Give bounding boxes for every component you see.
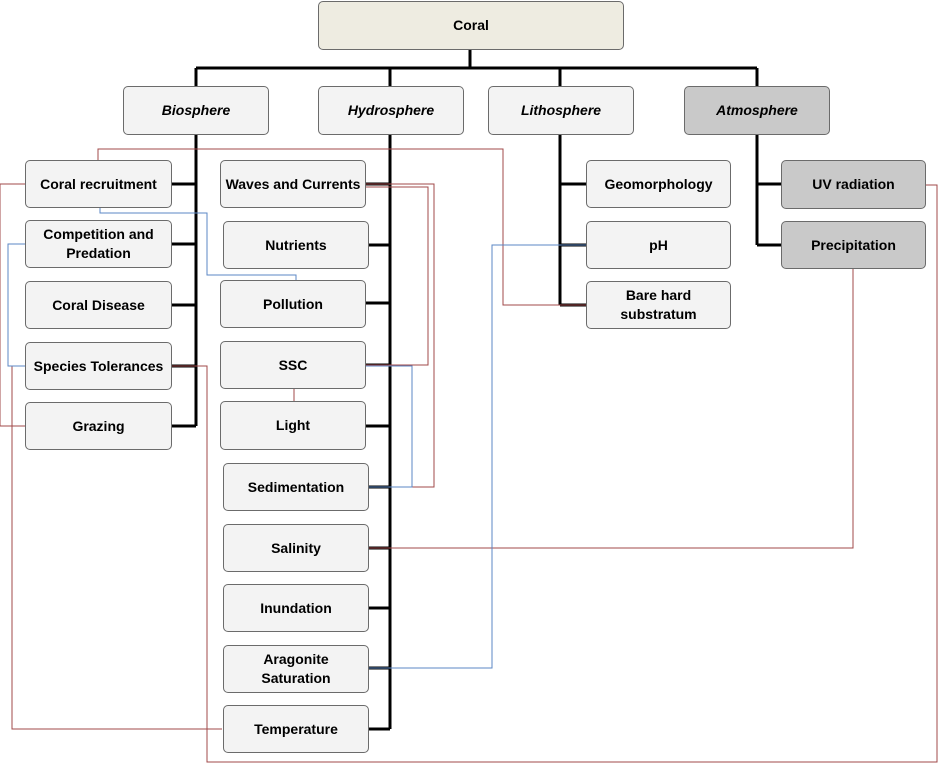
sphere-biosphere: Biosphere	[123, 86, 269, 135]
node-ssc: SSC	[220, 341, 366, 389]
link-precip-salinity	[369, 269, 854, 549]
node-uv-radiation: UV radiation	[781, 160, 926, 209]
node-pollution: Pollution	[220, 280, 366, 328]
link-waves-ssc	[366, 186, 429, 366]
link-competition-tolerances	[7, 243, 25, 367]
node-geomorphology: Geomorphology	[586, 160, 731, 208]
link-ph-aragonite	[369, 244, 586, 669]
root-node-coral: Coral	[318, 1, 624, 50]
sphere-hydrosphere: Hydrosphere	[318, 86, 464, 135]
node-precipitation: Precipitation	[781, 221, 926, 269]
link-recruitment-substratum	[97, 148, 586, 306]
node-sedimentation: Sedimentation	[223, 463, 369, 511]
node-competition-predation: Competition and Predation	[25, 220, 172, 268]
node-temperature: Temperature	[223, 705, 369, 753]
node-inundation: Inundation	[223, 584, 369, 632]
node-species-tolerances: Species Tolerances	[25, 342, 172, 390]
node-coral-recruitment: Coral recruitment	[25, 160, 172, 208]
blue-links	[7, 208, 586, 669]
node-coral-disease: Coral Disease	[25, 281, 172, 329]
node-waves-currents: Waves and Currents	[220, 160, 366, 208]
node-nutrients: Nutrients	[223, 221, 369, 269]
sphere-atmosphere: Atmosphere	[684, 86, 830, 135]
link-ssc-sediment	[366, 365, 413, 488]
sphere-lithosphere: Lithosphere	[488, 86, 634, 135]
node-light: Light	[220, 401, 366, 450]
link-recruitment-pollution	[99, 208, 297, 280]
node-bare-hard-substratum: Bare hard substratum	[586, 281, 731, 329]
node-salinity: Salinity	[223, 524, 369, 572]
link-waves-sediment	[366, 183, 435, 488]
node-aragonite-saturation: Aragonite Saturation	[223, 645, 369, 693]
link-tolerances-uv	[172, 184, 938, 763]
node-ph: pH	[586, 221, 731, 269]
node-grazing: Grazing	[25, 402, 172, 450]
